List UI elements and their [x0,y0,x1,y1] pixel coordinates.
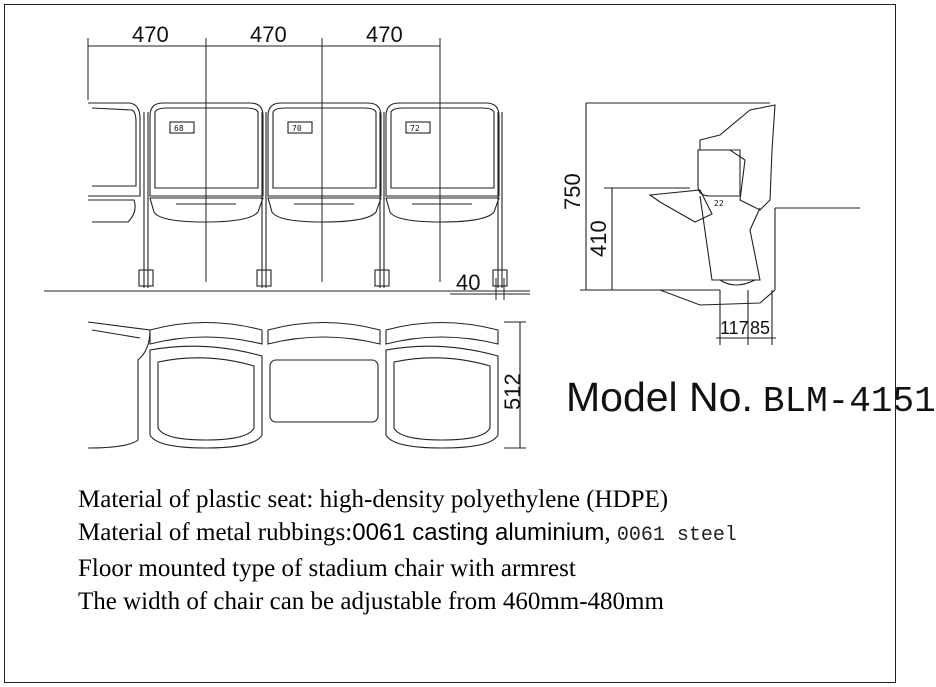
depth-dim: 512 [500,373,525,410]
seat-number-3: 72 [410,124,420,133]
model-label: Model No. [566,374,753,420]
seat-number-1: 68 [174,124,184,133]
spec-line-material-metal-suffix: 0061 steel [616,524,737,547]
spec-line-material-metal: Material of metal rubbings:0061 casting … [78,516,737,552]
front-seat-3 [374,102,508,288]
front-view-drawing: 470 470 470 40 68 [44,22,860,449]
base-dim-1: 117 [720,318,749,338]
front-seat-2 [256,102,382,288]
width-dim-3: 470 [366,22,403,47]
width-dim-1: 470 [132,22,169,47]
height-dim-seat: 410 [586,220,611,257]
model-code: BLM-4151 [762,381,936,422]
spec-line-material-metal-sep: , [604,519,611,546]
page-border [4,4,896,683]
spec-line-width: The width of chair can be adjustable fro… [78,588,664,615]
seat-number-2: 70 [292,124,302,133]
side-seat-number: 22 [714,199,724,208]
top-view-drawing [87,321,526,449]
spec-line-material-metal-highlight: 0061 casting aluminium [352,519,605,546]
side-view-drawing [580,102,860,345]
spec-line-material-metal-prefix: Material of metal rubbings: [78,519,353,546]
width-dim-2: 470 [250,22,287,47]
spec-line-material-seat: Material of plastic seat: high-density p… [78,486,669,513]
gap-dim: 40 [456,270,480,295]
spec-sheet: 470 470 470 40 68 [4,4,936,683]
model-number: Model No.BLM-4151 [566,374,936,422]
front-seat-1 [138,102,264,288]
base-dim-2: 85 [750,318,770,338]
seat-partial-left [88,102,141,223]
height-dim-total: 750 [560,173,585,210]
spec-list: Material of plastic seat: high-density p… [78,483,737,618]
spec-line-mount-type: Floor mounted type of stadium chair with… [78,555,576,582]
